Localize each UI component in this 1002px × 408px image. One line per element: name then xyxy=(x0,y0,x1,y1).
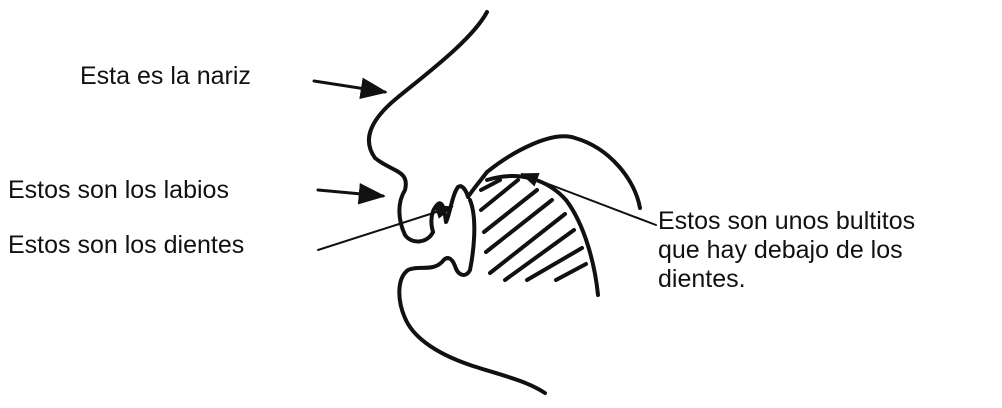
nose-outline xyxy=(369,12,487,241)
alveolar-ridge-label-line-1: Estos son unos bultitos xyxy=(658,207,915,236)
lower-lip-chin-outline xyxy=(399,200,545,393)
nose-pointer-arrow xyxy=(314,81,385,92)
alveolar-ridge-label: Estos son unos bultitos que hay debajo d… xyxy=(658,207,915,294)
alveolar-ridge-hatching xyxy=(481,180,586,280)
nose-label: Esta es la nariz xyxy=(80,62,251,91)
alveolar-ridge-label-line-3: dientes. xyxy=(658,265,915,294)
lips-pointer-arrow xyxy=(318,190,383,196)
alveolar-ridge-label-line-2: que hay debajo de los xyxy=(658,236,915,265)
teeth-label: Estos son los dientes xyxy=(8,231,244,260)
upper-lip-outline xyxy=(431,172,487,232)
lips-label: Estos son los labios xyxy=(8,176,229,205)
